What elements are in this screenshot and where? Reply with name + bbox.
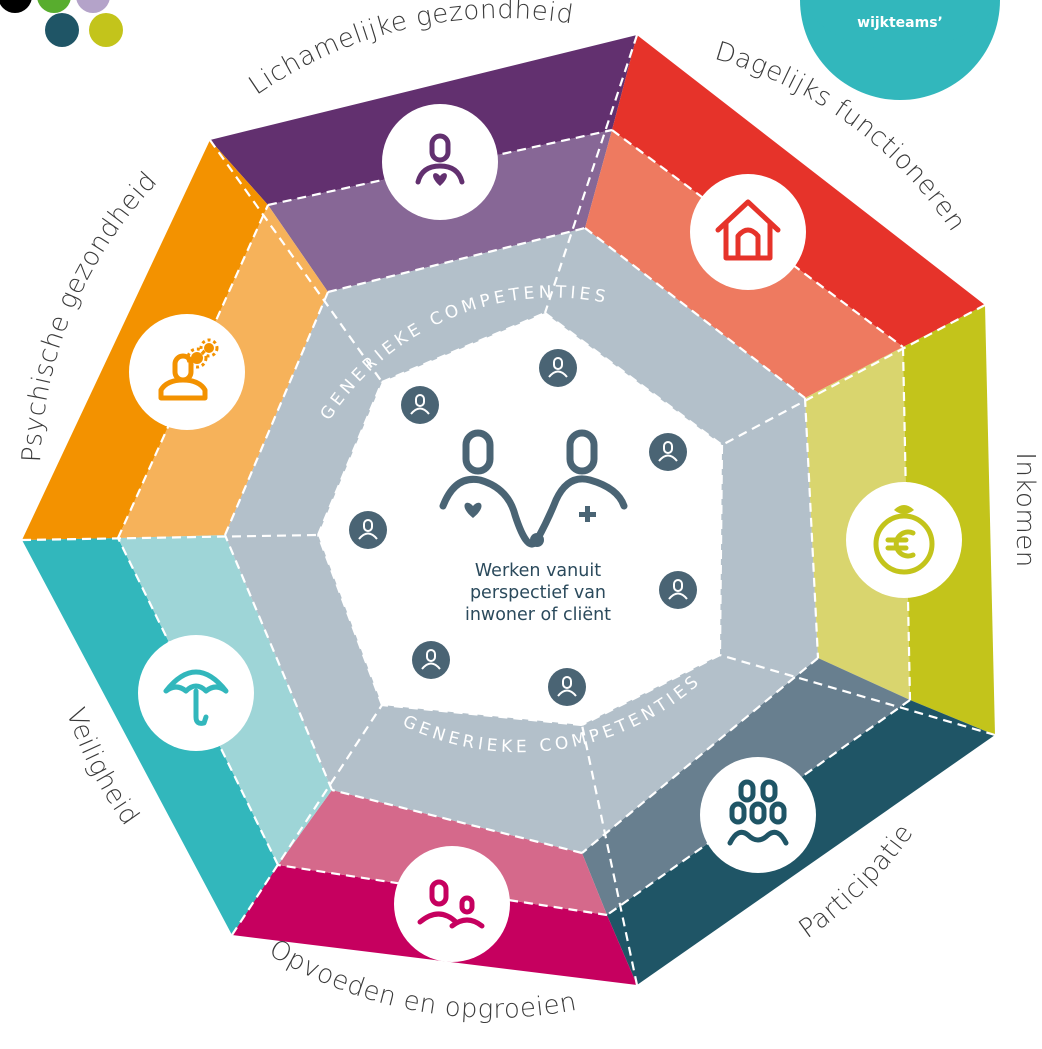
decor-dot	[0, 0, 32, 13]
ring-divider	[267, 128, 613, 207]
radial-divider	[721, 304, 986, 446]
two-people-connected-icon	[439, 429, 628, 548]
badge-text: wijkteams’	[857, 15, 943, 31]
umbrella-icon	[138, 635, 254, 751]
ring-divider	[223, 534, 334, 791]
segment-outer-dagelijks	[612, 35, 985, 347]
ring-divider	[316, 381, 384, 536]
radial-divider	[231, 704, 383, 936]
ring-divider	[331, 788, 583, 855]
radial-divider	[21, 533, 319, 542]
group-people-icon	[700, 757, 816, 873]
decor-dot	[76, 0, 110, 13]
color-dots	[0, 0, 123, 47]
badge: wijkteams’	[800, 0, 1000, 100]
radial-divider	[543, 34, 639, 314]
ring-divider	[584, 227, 806, 399]
segment-icons	[129, 104, 962, 962]
center-line-1: Werken vanuit	[475, 561, 601, 581]
ring-divider	[718, 444, 724, 656]
center-line-3: inwoner of cliënt	[465, 605, 611, 625]
person-circle-icon	[401, 386, 439, 424]
person-circle-icon	[649, 433, 687, 471]
center-line-2: perspectief van	[470, 583, 606, 603]
person-circle-icon	[659, 571, 697, 609]
parent-child-icon	[394, 846, 510, 962]
person-heart-icon	[382, 104, 498, 220]
person-circle-icon	[349, 511, 387, 549]
person-gears-icon	[129, 314, 245, 430]
person-circle-icon	[412, 641, 450, 679]
label-inkomen: Inkomen	[1010, 452, 1040, 568]
decor-dot	[37, 0, 71, 13]
ring-divider	[381, 703, 583, 727]
decor-dot	[89, 13, 123, 47]
ring-divider	[581, 657, 819, 854]
person-circle-icon	[548, 668, 586, 706]
ring-divider	[803, 397, 820, 659]
segment-outer-veiligheid	[22, 538, 278, 935]
radial-divider	[719, 653, 996, 737]
ring-divider	[544, 312, 723, 446]
person-circle-icon	[539, 349, 577, 387]
center-area	[349, 349, 697, 706]
ring-divider	[581, 654, 721, 726]
decor-dot	[45, 13, 79, 47]
ring-divider	[316, 534, 384, 706]
euro-purse-icon	[846, 482, 962, 598]
radial-divider	[209, 139, 383, 383]
house-icon	[690, 174, 806, 290]
